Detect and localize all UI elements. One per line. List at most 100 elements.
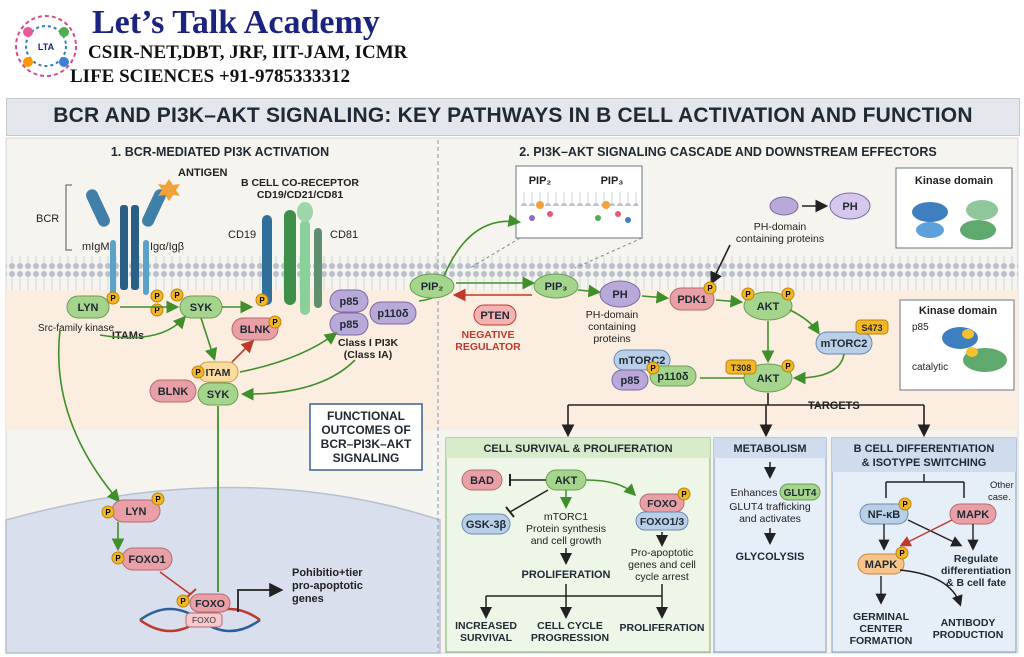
enhances-label: Enhances	[731, 487, 778, 499]
neg-reg-2: REGULATOR	[455, 341, 521, 353]
ph-label: PH	[612, 289, 627, 301]
syk-label: SYK	[190, 302, 213, 314]
ph-domain-2: containing	[588, 321, 636, 333]
p-badge: P	[902, 500, 908, 509]
t308-label: T308	[731, 363, 752, 373]
academy-contact: LIFE SCIENCES +91-9785333312	[70, 66, 351, 87]
foxo-survival-label: FOXO	[647, 498, 677, 510]
foxo1-label: FOXO1	[128, 554, 165, 566]
pip3-label: PIP₃	[545, 281, 568, 293]
p-badge: P	[785, 290, 791, 299]
akt-lower-label: AKT	[757, 373, 780, 385]
glut4-desc-1: GLUT4 trafficking	[729, 501, 811, 513]
p110-node	[369, 301, 417, 325]
academy-name: Let’s Talk Academy	[92, 4, 380, 41]
p-badge: P	[115, 554, 121, 563]
igm-stem-left	[120, 205, 128, 290]
pip2-inset-label: PIP₂	[529, 175, 552, 187]
coreceptor-label-2: CD19/CD21/CD81	[257, 189, 344, 201]
gc-3: FORMATION	[850, 635, 913, 647]
survival-title: CELL SURVIVAL & PROLIFERATION	[483, 443, 672, 455]
p-badge: P	[681, 490, 687, 499]
syk2-node	[197, 382, 239, 406]
pro-apop-2: genes and cell	[628, 559, 696, 571]
bad-node	[461, 469, 503, 491]
foxo-label: FOXO	[195, 598, 225, 610]
gsk-label: GSK-3β	[466, 519, 507, 531]
p110-right-label: p110δ	[657, 371, 688, 383]
blnk-node	[231, 317, 279, 341]
academy-exams: CSIR-NET,DBT, JRF, IIT-JAM, ICMR	[88, 42, 408, 63]
p-badge: P	[707, 284, 713, 293]
p-badge: P	[195, 368, 201, 377]
cd81-receptor	[300, 220, 310, 315]
p85-right-node	[611, 369, 649, 391]
ph-top-label: PH	[842, 201, 857, 213]
p-badge: P	[272, 318, 278, 327]
targets-label: TARGETS	[808, 400, 860, 412]
mtorc1-3: and cell growth	[531, 535, 602, 547]
pi3k-label-1: Class I PI3K	[338, 337, 399, 349]
other-case-1: Other	[990, 480, 1014, 491]
out-proliferation: PROLIFERATION	[620, 622, 705, 634]
gsk-node	[461, 513, 511, 535]
igm-stem-right	[131, 205, 139, 290]
p85-label-upper: p85	[340, 296, 359, 308]
mtorc2-label: mTORC2	[821, 338, 868, 350]
cd19-label: CD19	[228, 229, 256, 241]
blnk2-node	[149, 379, 197, 403]
other-case-2: case.	[988, 492, 1011, 503]
mtorc1-2: Protein synthesis	[526, 523, 606, 535]
page-title: BCR AND PI3K–AKT SIGNALING: KEY PATHWAYS…	[53, 104, 973, 127]
glut4-label: GLUT4	[784, 488, 817, 499]
antigen-label: ANTIGEN	[178, 167, 228, 179]
pip3-inset-label: PIP₃	[601, 175, 624, 187]
p85-node-upper	[329, 289, 369, 313]
outcomes-line-1: FUNCTIONAL	[327, 409, 405, 423]
diff-title-2: & ISOTYPE SWITCHING	[862, 457, 987, 469]
regulate-2: differentiation	[941, 565, 1011, 577]
ab-2: PRODUCTION	[933, 629, 1004, 641]
foxo13-label: FOXO1/3	[640, 516, 685, 528]
mapk-label: MAPK	[957, 509, 989, 521]
coreceptor-label-1: B CELL CO-RECEPTOR	[241, 177, 359, 189]
neg-reg-1: NEGATIVE	[462, 329, 515, 341]
pdk1-label: PDK1	[677, 294, 706, 306]
out-survival-1: INCREASED	[455, 620, 517, 632]
akt-label: AKT	[757, 301, 780, 313]
src-family-label: Src-family kinase	[38, 323, 115, 334]
p85-label-lower: p85	[340, 319, 359, 331]
p-badge: P	[899, 549, 905, 558]
lyn-nuclear-label: LYN	[126, 506, 147, 518]
ph-domain-1: PH-domain	[586, 309, 639, 321]
pip2-node	[409, 273, 455, 299]
p-badge: P	[174, 291, 180, 300]
p85-node-lower	[329, 312, 369, 336]
bcr-label: BCR	[36, 213, 59, 225]
gc-2: CENTER	[859, 623, 903, 635]
blnk2-label: BLNK	[158, 386, 189, 398]
right-section-title: 2. PI3K–AKT SIGNALING CASCADE AND DOWNST…	[519, 145, 936, 159]
outcomes-line-3: BCR–PI3K–AKT	[321, 437, 412, 451]
differentiation-panel	[831, 437, 1017, 653]
blnk-label: BLNK	[240, 324, 271, 336]
ph-proteins-2: containing proteins	[736, 233, 824, 245]
ph-top-node	[829, 192, 871, 220]
mapk2-node	[857, 553, 905, 575]
p-badge: P	[154, 306, 160, 315]
p-badge: P	[259, 296, 265, 305]
diff-title-1: B CELL DIFFERENTIATION	[854, 443, 995, 455]
pro-apop-1: Pro-apoptotic	[631, 547, 693, 559]
lyn-label: LYN	[78, 302, 99, 314]
gc-1: GERMINAL	[853, 611, 910, 623]
glut4-desc-2: and activates	[739, 513, 801, 525]
kinase-domain-inset-2	[899, 299, 1015, 391]
functional-outcomes-box	[309, 403, 423, 471]
cd21-receptor	[284, 210, 296, 305]
genes-line-1: Pohibitio+tier	[292, 567, 363, 579]
p-badge: P	[105, 508, 111, 517]
outcomes-line-4: SIGNALING	[333, 451, 400, 465]
s473-label: S473	[861, 323, 882, 333]
kinase2-label: Kinase domain	[919, 305, 998, 317]
